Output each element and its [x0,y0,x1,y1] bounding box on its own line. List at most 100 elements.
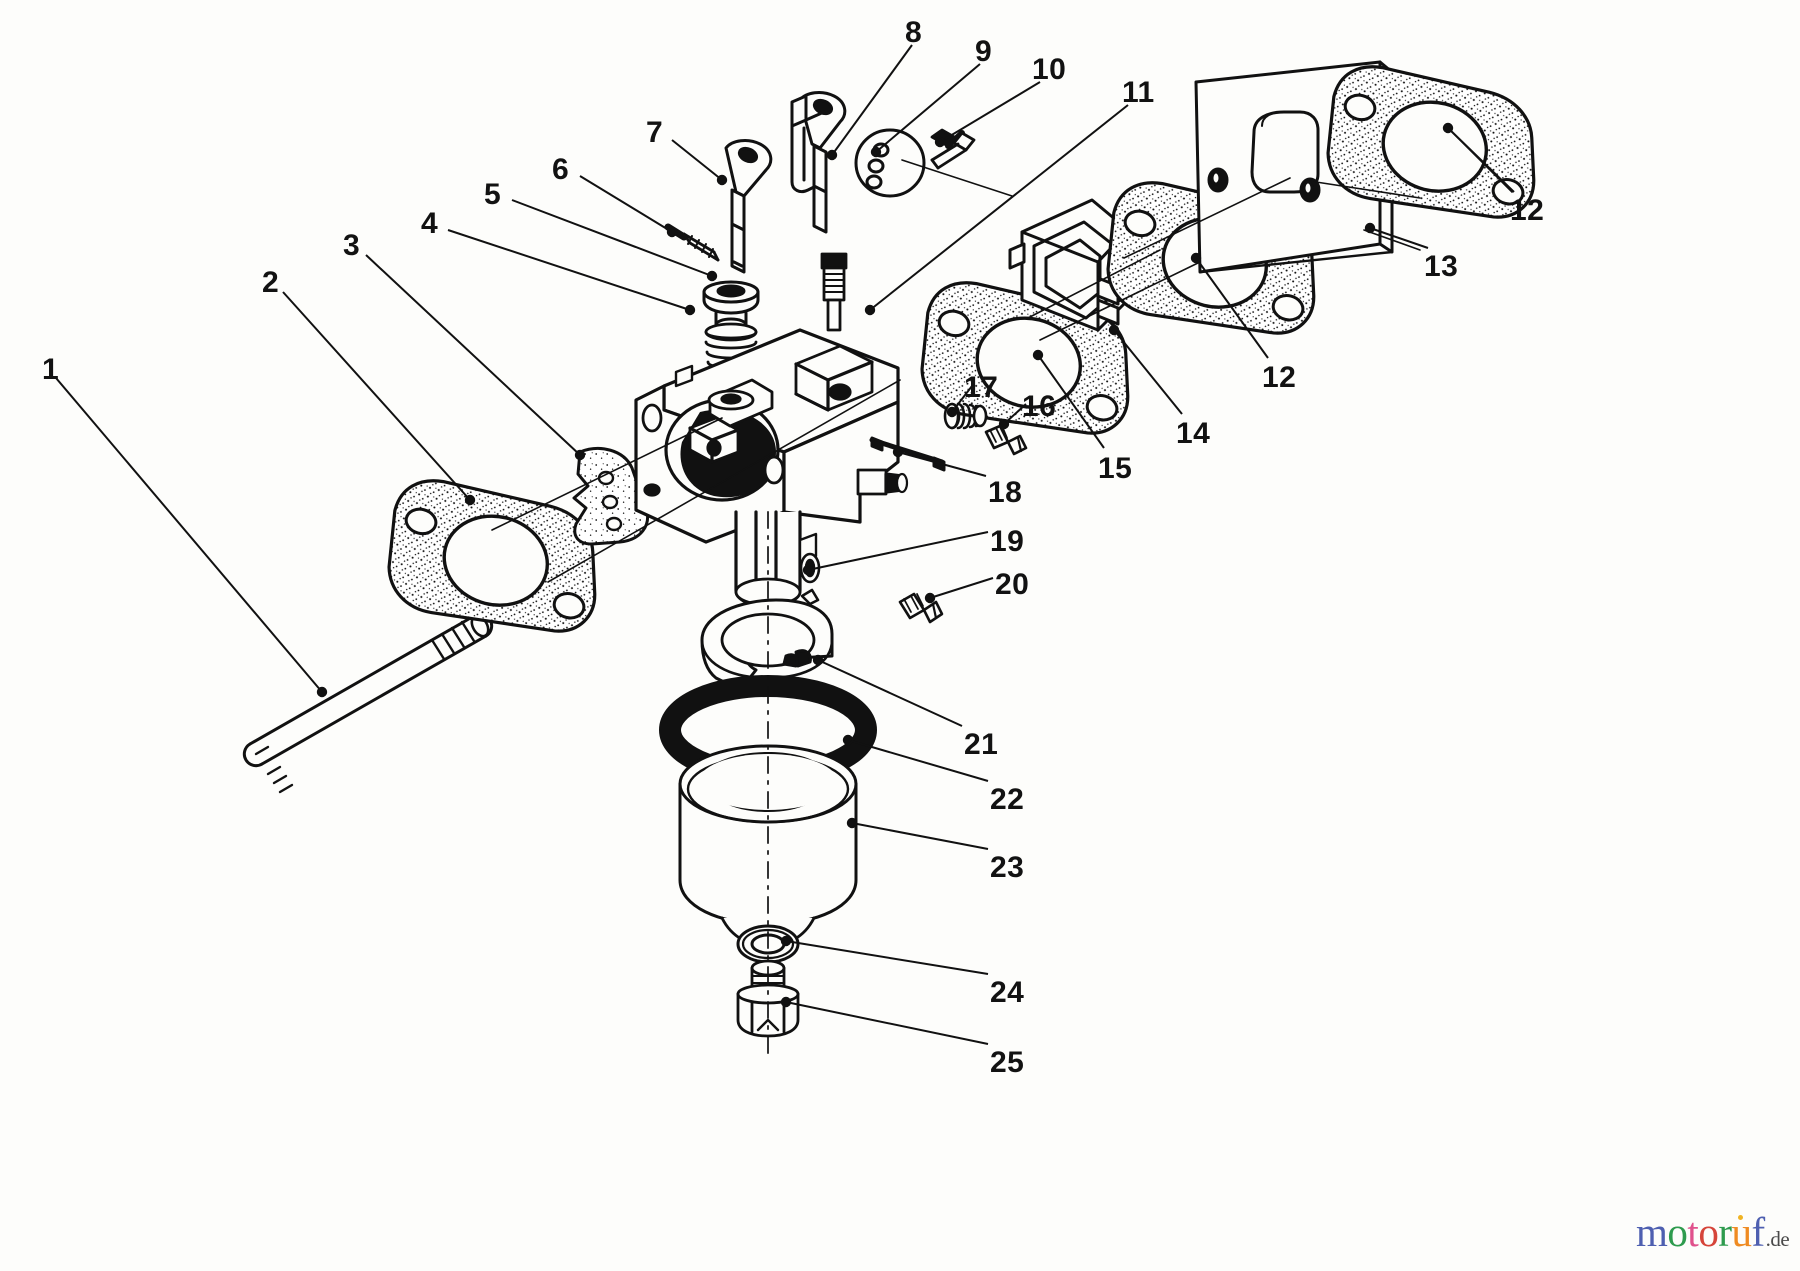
part-needle-seat-11 [820,252,848,332]
leader-dot-10 [934,136,946,148]
part-disc-gasket-9 [854,128,926,198]
leader-dot-18 [892,446,904,458]
leader-line-2 [282,291,471,501]
leader-dot-25 [780,996,792,1008]
callout-number-13: 13 [1424,250,1459,283]
callout-number-20: 20 [995,568,1030,601]
leader-line-8 [831,44,913,156]
leader-dot-11 [864,304,876,316]
callout-number-8: 8 [905,16,923,49]
callout-number-1: 1 [42,353,60,386]
part-idle-mixture-screw [702,280,760,333]
callout-number-11: 11 [1122,76,1155,109]
watermark-letter-2: t [1687,1209,1699,1255]
leader-line-3 [365,254,581,456]
leader-dot-12b [1190,252,1202,264]
leader-line-13 [1369,227,1429,249]
callout-number-19: 19 [990,525,1025,558]
callout-number-5: 5 [484,178,502,211]
leader-dot-7 [716,174,728,186]
watermark-accent-dot [1738,1215,1743,1220]
leader-dot-15 [1032,349,1044,361]
leader-dot-21 [812,654,824,666]
leader-line-24 [785,940,989,975]
callout-number-15: 15 [1098,452,1133,485]
part-screw-16 [984,424,1028,456]
part-throttle-link-7 [724,139,773,274]
part-bowl-screw-20 [898,592,944,624]
watermark-letter-1: o [1667,1209,1688,1255]
callout-number-6: 6 [552,153,570,186]
callout-number-24: 24 [990,976,1025,1009]
leader-line-22 [847,739,989,782]
leader-dot-22 [842,734,854,746]
leader-line-12b [1195,257,1269,359]
watermark-letter-6: f [1751,1209,1765,1255]
callout-number-18: 18 [988,476,1023,509]
leader-line-4 [447,229,691,311]
callout-number-14: 14 [1176,417,1211,450]
callout-number-12b: 12 [1262,361,1297,394]
callout-number-25: 25 [990,1046,1025,1079]
watermark-letters: motoruf [1636,1209,1765,1255]
leader-line-10 [939,81,1041,143]
part-carburetor-body [634,328,909,608]
leader-dot-14 [1108,324,1120,336]
leader-dot-5 [706,270,718,282]
leader-line-21 [817,659,963,727]
leader-line-18 [897,451,987,477]
callout-number-22: 22 [990,783,1025,816]
leader-line-15 [1037,354,1105,449]
part-throttle-shaft-18 [869,436,946,472]
leader-line-1 [55,377,323,693]
part-float-pin-19 [799,552,821,609]
callout-number-16: 16 [1022,390,1057,423]
leader-line-17 [951,385,973,413]
leader-dot-4 [684,304,696,316]
watermark-letter-3: o [1698,1209,1719,1255]
leader-line-9 [875,63,981,153]
callout-number-7: 7 [646,116,664,149]
watermark-letter-5: u [1731,1209,1752,1255]
callout-number-12: 12 [1510,194,1545,227]
leader-dot-8 [826,149,838,161]
leader-dot-17 [946,406,958,418]
leader-dot-23 [846,817,858,829]
leader-line-19 [807,531,989,571]
leader-dot-24 [780,935,792,947]
leader-line-23 [851,822,989,850]
callout-number-21: 21 [964,728,999,761]
watermark-letter-4: r [1718,1209,1732,1255]
callout-number-4: 4 [421,207,439,240]
leader-dot-20 [924,592,936,604]
leader-dot-16 [998,418,1010,430]
leader-dot-9 [870,146,882,158]
leader-line-7 [671,139,723,181]
motoruf-watermark: motoruf.de [1636,1209,1790,1255]
callout-number-23: 23 [990,851,1025,884]
leader-dot-13 [1364,222,1376,234]
leader-line-5 [511,199,713,277]
part-long-stud [242,612,494,794]
leader-line-25 [785,1001,989,1045]
leader-dot-2 [464,494,476,506]
part-float-21 [700,598,834,692]
callout-number-9: 9 [975,35,993,68]
leader-dot-12 [1442,122,1454,134]
part-choke-lever-8 [790,91,847,234]
part-float-bowl-23 [678,744,858,948]
callout-number-2: 2 [262,266,280,299]
watermark-tld: .de [1765,1227,1790,1251]
watermark-letter-0: m [1636,1209,1668,1255]
leader-dot-3 [574,449,586,461]
leader-line-11 [869,104,1129,311]
callout-number-10: 10 [1032,53,1067,86]
leader-line-6 [579,175,673,233]
callout-number-3: 3 [343,229,361,262]
leader-line-20 [929,577,994,599]
part-spring-17 [943,402,988,430]
leader-line-14 [1113,329,1183,415]
leader-dot-1 [316,686,328,698]
